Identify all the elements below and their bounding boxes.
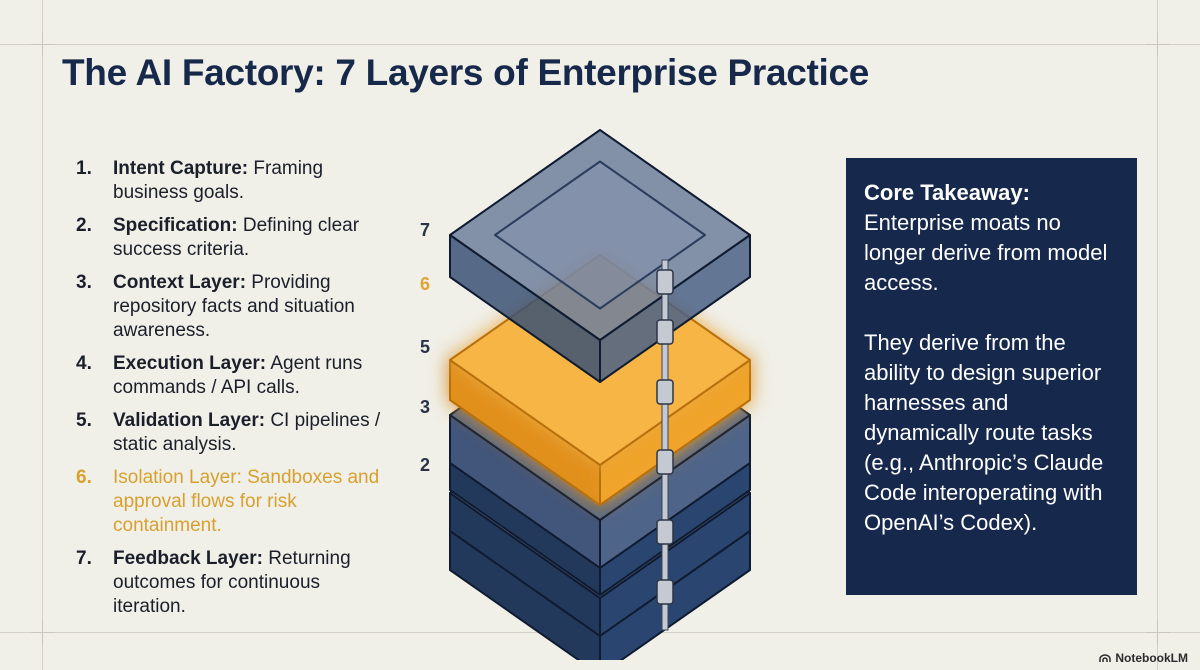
padlock-icon bbox=[656, 269, 674, 295]
padlock-icon bbox=[656, 319, 674, 345]
layer-name: Context Layer: bbox=[113, 272, 247, 293]
watermark-text: NotebookLM bbox=[1115, 651, 1188, 665]
list-item: 2. Specification: Defining clear success… bbox=[76, 214, 396, 262]
layer-description: Returning outcomes for continuous iterat… bbox=[113, 548, 351, 617]
layer-description: Framing business goals. bbox=[113, 158, 324, 203]
notebooklm-watermark: NotebookLM bbox=[1099, 651, 1188, 665]
layer-number: 1. bbox=[76, 158, 92, 179]
layer-number: 5. bbox=[76, 410, 92, 431]
layer-name: Validation Layer: bbox=[113, 410, 266, 431]
layer-description: Agent runs commands / API calls. bbox=[113, 353, 363, 398]
layer-number: 3. bbox=[76, 272, 92, 293]
lock-chain bbox=[661, 259, 669, 631]
layer-name: Feedback Layer: bbox=[113, 548, 263, 569]
slab-level-5-top-face bbox=[449, 129, 751, 341]
corner-mark-bl bbox=[31, 621, 55, 645]
layer-stack-diagram: 7 6 5 3 2 bbox=[400, 120, 820, 660]
level-label-3: 3 bbox=[420, 397, 431, 417]
padlock-icon bbox=[656, 519, 674, 545]
notebooklm-logo-icon bbox=[1099, 653, 1112, 662]
frame-line-top bbox=[0, 44, 1200, 45]
layer-description: Defining clear success criteria. bbox=[113, 215, 360, 260]
level-label-6: 6 bbox=[420, 274, 431, 294]
layer-stack-illustration bbox=[449, 129, 751, 660]
page-title: The AI Factory: 7 Layers of Enterprise P… bbox=[62, 52, 870, 93]
layer-number: 7. bbox=[76, 548, 92, 569]
layer-description: Sandboxes and approval flows for risk co… bbox=[113, 467, 380, 536]
list-item: 7. Feedback Layer: Returning outcomes fo… bbox=[76, 547, 396, 619]
layers-list: 1. Intent Capture: Framing business goal… bbox=[76, 157, 396, 628]
corner-mark-tl bbox=[31, 33, 55, 57]
list-item-highlighted: 6. Isolation Layer: Sandboxes and approv… bbox=[76, 466, 396, 538]
corner-mark-br bbox=[1146, 621, 1170, 645]
layer-name: Specification: bbox=[113, 215, 238, 236]
core-takeaway-panel: Core Takeaway: Enterprise moats no longe… bbox=[846, 158, 1137, 595]
list-item: 1. Intent Capture: Framing business goal… bbox=[76, 157, 396, 205]
padlock-icon bbox=[656, 579, 674, 605]
layer-number: 4. bbox=[76, 353, 92, 374]
list-item: 5. Validation Layer: CI pipelines / stat… bbox=[76, 409, 396, 457]
list-item: 3. Context Layer: Providing repository f… bbox=[76, 271, 396, 343]
layer-number: 6. bbox=[76, 467, 92, 488]
takeaway-paragraph-2: They derive from the ability to design s… bbox=[864, 330, 1104, 535]
frame-line-right bbox=[1157, 0, 1158, 670]
takeaway-title: Core Takeaway: bbox=[864, 180, 1030, 205]
layer-number: 2. bbox=[76, 215, 92, 236]
list-item: 4. Execution Layer: Agent runs commands … bbox=[76, 352, 396, 400]
frame-line-left bbox=[42, 0, 43, 670]
layer-name: Intent Capture: bbox=[113, 158, 249, 179]
corner-mark-tr bbox=[1146, 33, 1170, 57]
level-label-2: 2 bbox=[420, 455, 431, 475]
layer-name: Execution Layer: bbox=[113, 353, 267, 374]
level-label-7: 7 bbox=[420, 220, 431, 240]
takeaway-paragraph-1: Enterprise moats no longer derive from m… bbox=[864, 210, 1108, 295]
layer-description: CI pipelines / static analysis. bbox=[113, 410, 381, 455]
level-label-5: 5 bbox=[420, 337, 431, 357]
padlock-icon bbox=[656, 449, 674, 475]
layer-name: Isolation Layer: bbox=[113, 467, 242, 488]
glass-slab-inner-face bbox=[494, 160, 706, 310]
layer-description: Providing repository facts and situation… bbox=[113, 272, 355, 341]
padlock-icon bbox=[656, 379, 674, 405]
